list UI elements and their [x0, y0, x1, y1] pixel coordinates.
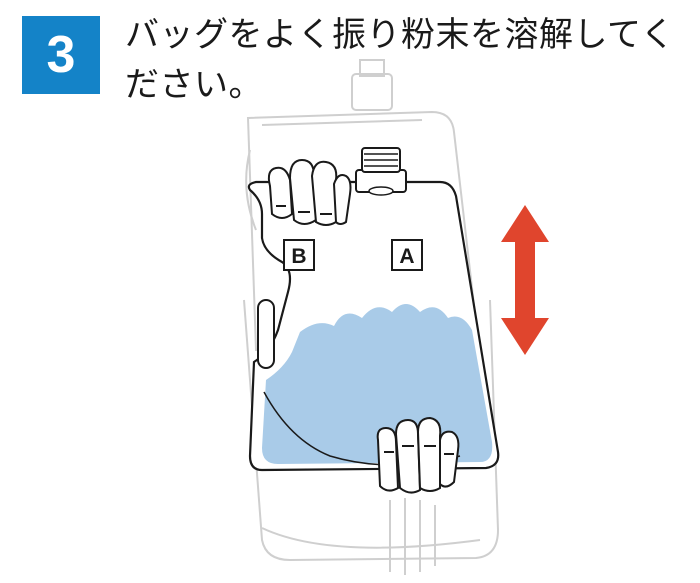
motion-ghost-upper: [245, 59, 480, 352]
svg-text:B: B: [291, 245, 306, 268]
chamber-b-label: B: [283, 239, 315, 271]
svg-text:A: A: [399, 245, 414, 268]
instruction-text: バッグをよく振り粉末を溶解してください。: [125, 15, 675, 105]
hang-slot: [257, 299, 275, 369]
chamber-a-label: A: [391, 239, 423, 271]
bag-port: [355, 147, 407, 196]
lower-hand: [376, 416, 460, 494]
step-number: 3: [46, 26, 76, 84]
double-vertical-arrow-icon: [501, 205, 549, 355]
upper-hand: [267, 158, 352, 226]
step-number-badge: 3: [22, 16, 100, 94]
motion-ghost-lower: [243, 299, 500, 575]
